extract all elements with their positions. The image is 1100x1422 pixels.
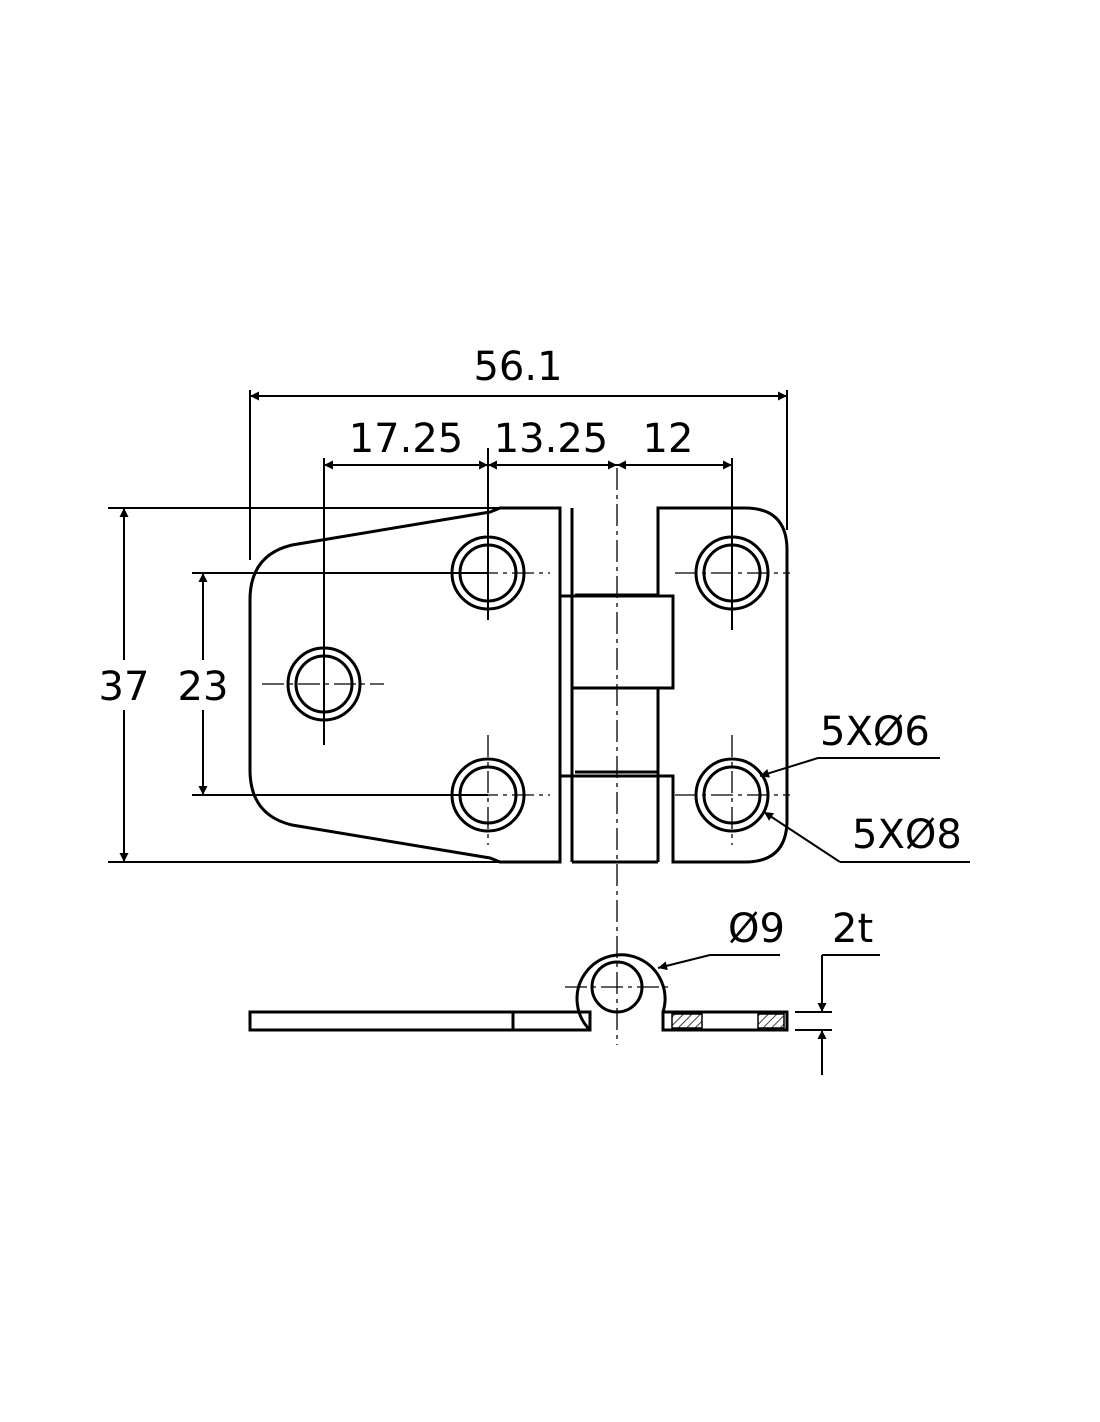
hinge-knuckle (559, 508, 660, 864)
dimension-thickness: 2t (795, 906, 880, 1075)
dimension-label-hole-spacing-left: 17.25 (349, 416, 464, 462)
callout-label-large-holes: 5XØ8 (852, 812, 962, 858)
dimension-hole-spacing-vertical: 23 (170, 572, 488, 796)
dimension-overall-width: 56.1 (249, 344, 788, 560)
dimension-hole-spacing-row: 17.25 13.25 12 (323, 416, 733, 745)
hole-bottom-right (675, 735, 790, 845)
dimension-label-overall-height: 37 (99, 664, 150, 710)
dimension-label-overall-width: 56.1 (473, 344, 562, 390)
callout-knuckle-diameter: Ø9 (657, 906, 785, 971)
dimension-label-hole-spacing-right: 12 (643, 416, 694, 462)
callout-large-holes: 5XØ8 (763, 811, 970, 863)
dimension-label-hole-spacing-vertical: 23 (178, 664, 229, 710)
knuckle-section (565, 953, 672, 1032)
left-leaf-plate (248, 506, 562, 864)
side-view (248, 953, 789, 1032)
dimension-label-thickness: 2t (832, 906, 873, 952)
right-leaf-plate (656, 506, 789, 864)
dimension-label-hole-spacing-middle: 13.25 (494, 416, 609, 462)
callout-small-holes: 5XØ6 (759, 709, 940, 778)
hole-bottom-left (440, 735, 550, 845)
dimension-overall-height: 37 (92, 507, 500, 863)
callout-label-knuckle-diameter: Ø9 (728, 906, 785, 952)
callout-label-small-holes: 5XØ6 (820, 709, 930, 755)
